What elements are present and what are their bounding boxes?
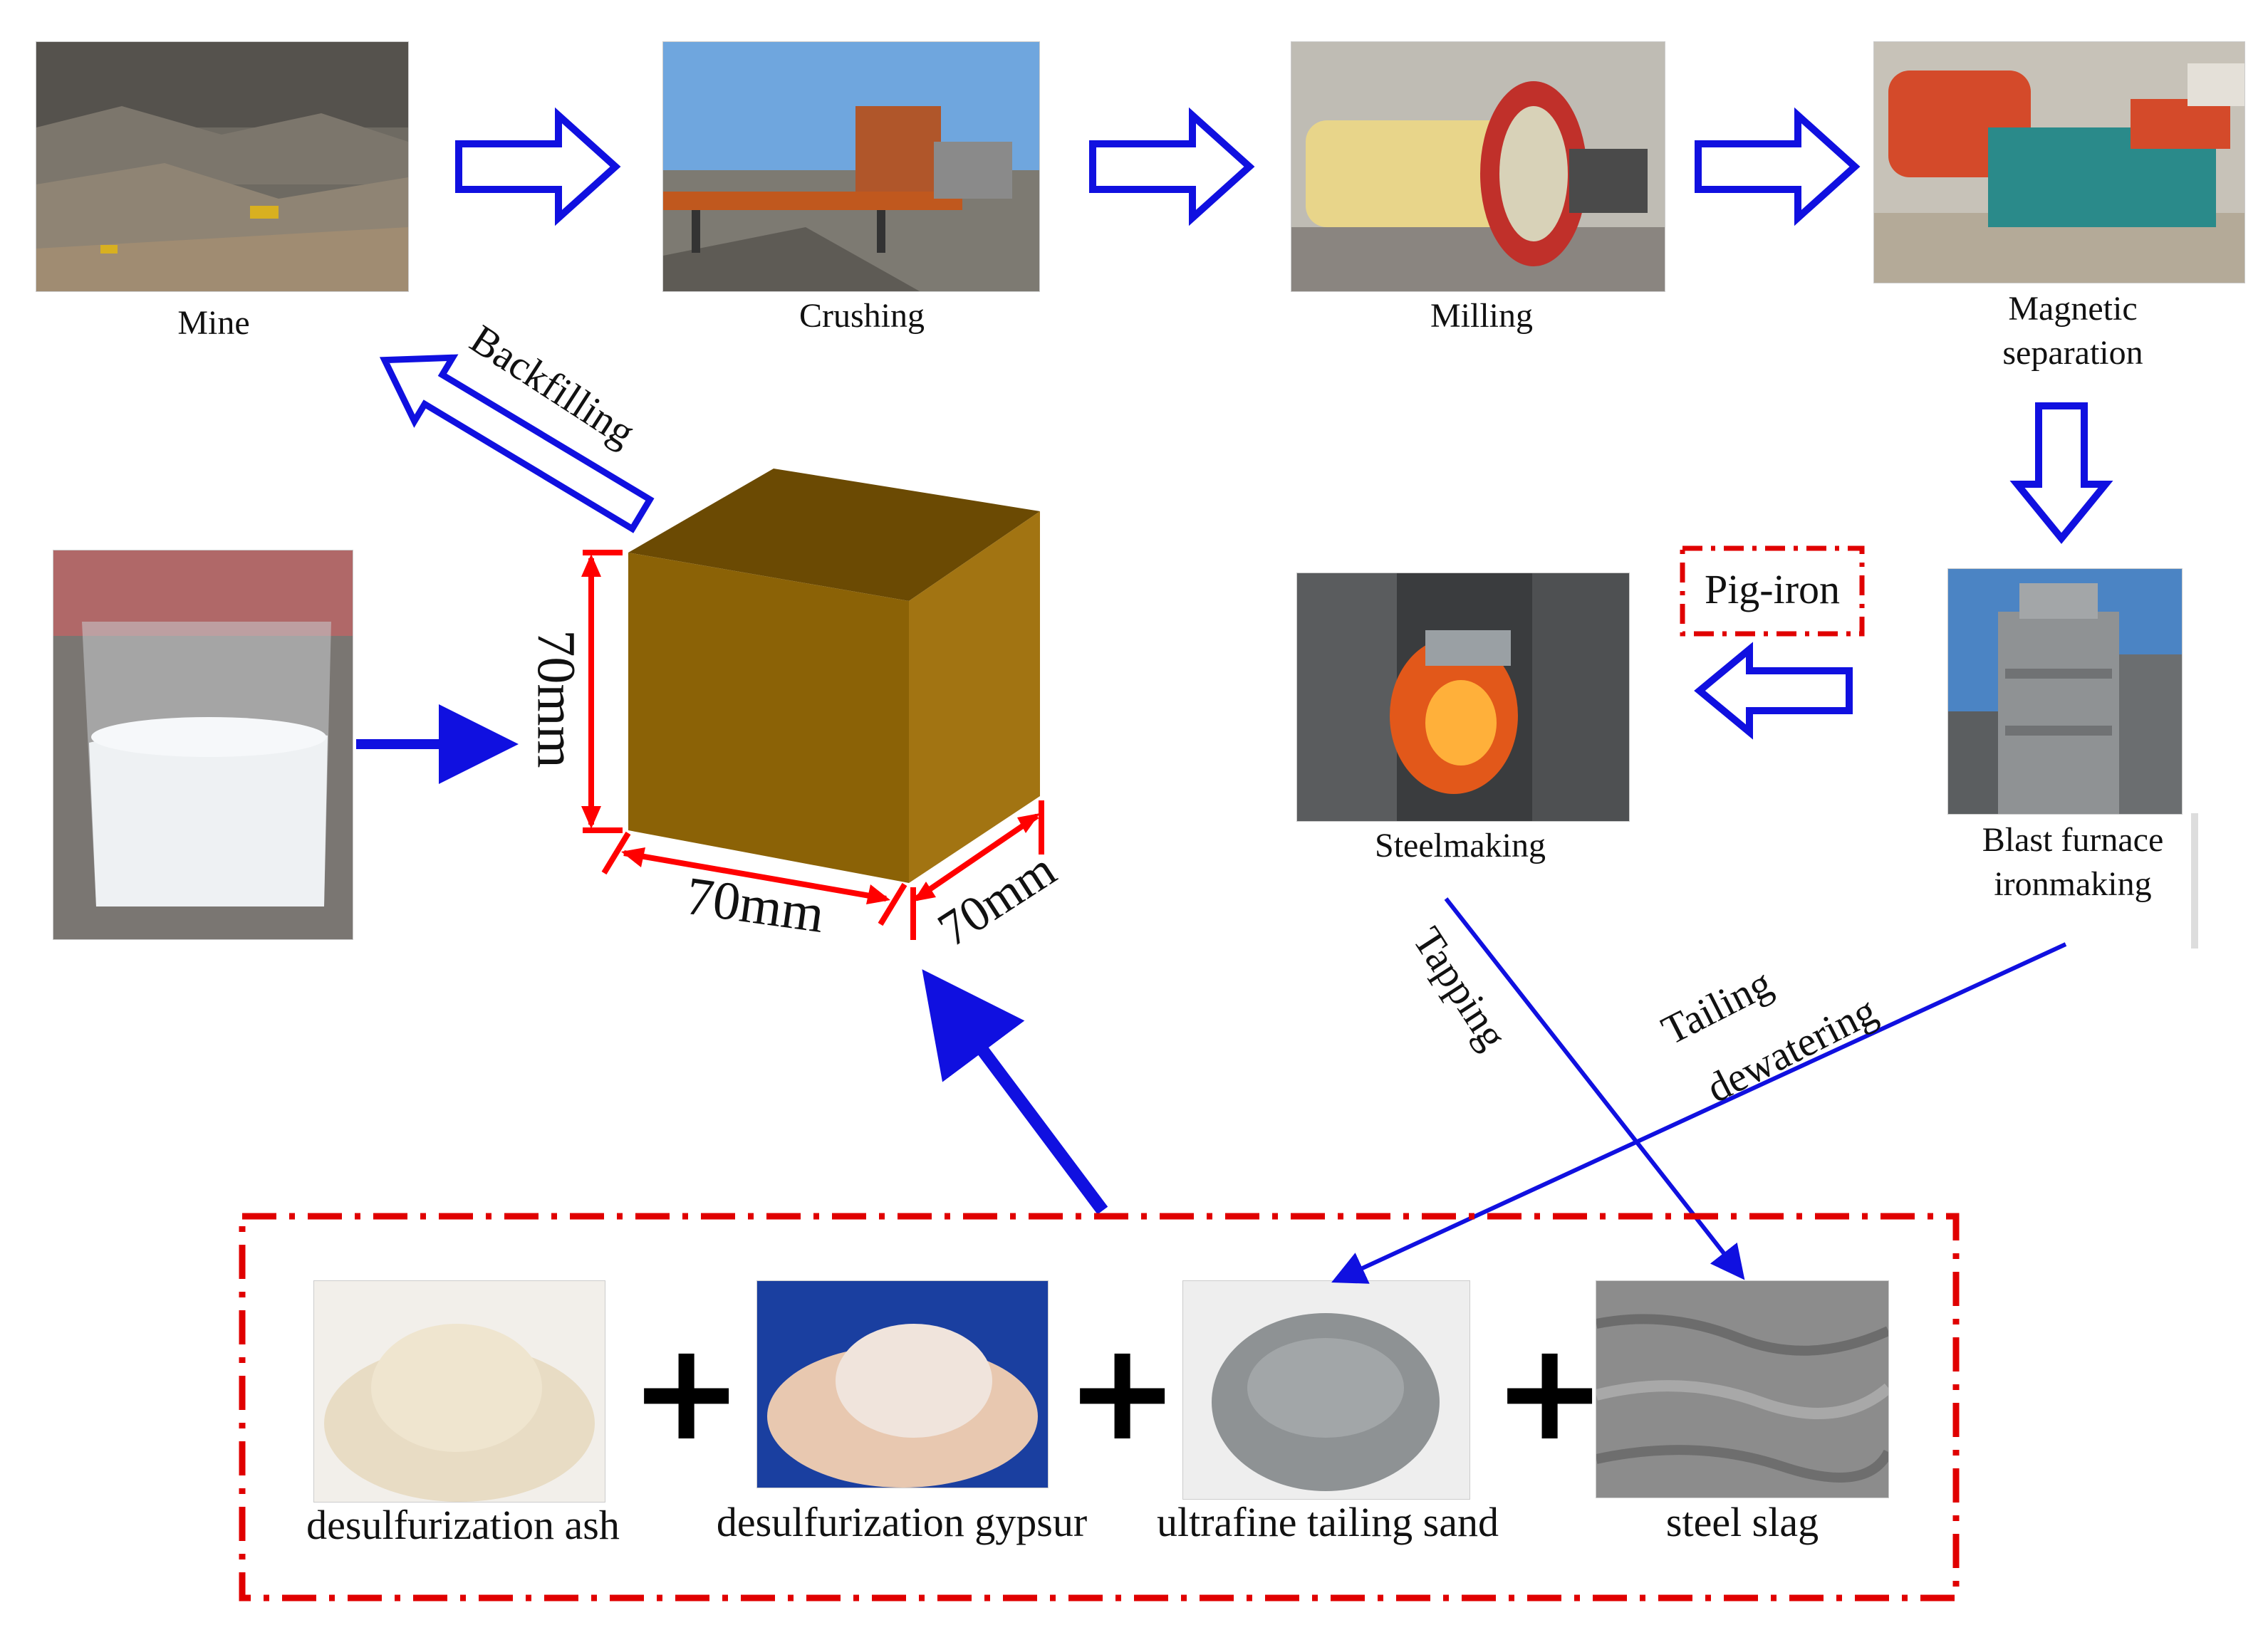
magnetic-separation-photo — [1873, 41, 2245, 283]
dimension-width — [601, 831, 907, 926]
material-label-gypsum: desulfurization gypsur — [716, 1499, 1088, 1545]
desulfurization-ash-photo — [313, 1280, 605, 1503]
dimension-depth — [910, 800, 1044, 940]
label-pig-iron: Pig-iron — [1704, 566, 1841, 612]
plus-sign-3: + — [1493, 1313, 1607, 1470]
label-steelmaking: Steelmaking — [1375, 827, 1546, 864]
dimension-height-label: 70mm — [526, 629, 586, 768]
crushing-photo — [662, 41, 1040, 292]
cube-front-face — [628, 553, 909, 883]
material-label-tailing-sand: ultrafine tailing sand — [1157, 1499, 1499, 1545]
milling-photo — [1291, 41, 1665, 292]
steel-slag-photo — [1596, 1280, 1889, 1498]
plus-sign-2: + — [1066, 1313, 1180, 1470]
arrow-materials-to-cube — [922, 969, 1108, 1215]
arrow-tapping — [1444, 897, 1745, 1280]
arrow-backfilling — [379, 354, 655, 533]
label-magnetic-line1: Magnetic — [2008, 290, 2138, 328]
materials-box — [239, 1213, 1960, 1602]
label-mine: Mine — [177, 304, 250, 342]
steelmaking-photo — [1296, 573, 1630, 822]
pig-iron-box — [1680, 545, 1865, 637]
arrow-crushing-to-milling — [1089, 107, 1255, 226]
blast-furnace-photo — [1947, 568, 2183, 815]
ultrafine-tailing-sand-photo — [1182, 1280, 1470, 1500]
desulfurization-gypsum-photo — [756, 1280, 1049, 1488]
arrow-tailing-dewatering — [1331, 942, 2067, 1284]
material-label-steel-slag: steel slag — [1665, 1499, 1819, 1545]
mine-photo — [36, 41, 409, 292]
label-crushing: Crushing — [799, 297, 925, 335]
label-blast-furnace-line1: Blast furnace — [1982, 821, 2164, 859]
label-blast-furnace-line2: ironmaking — [1994, 865, 2152, 903]
specimen-cube — [628, 469, 1040, 883]
label-magnetic-line2: separation — [2002, 334, 2143, 372]
edge-bar — [2191, 813, 2198, 949]
material-label-ash: desulfurization ash — [306, 1502, 620, 1548]
arrow-milling-to-magnetic — [1695, 107, 1861, 226]
dimension-height — [583, 550, 623, 833]
plus-sign-1: + — [630, 1313, 744, 1470]
cube-side-face — [909, 511, 1040, 883]
label-milling: Milling — [1430, 297, 1534, 335]
cube-top-face — [628, 469, 1040, 601]
arrow-magnetic-to-blast-furnace — [2009, 402, 2113, 544]
arrow-mine-to-crushing — [455, 107, 621, 226]
water-beaker-photo — [53, 550, 353, 940]
arrow-blast-furnace-to-steelmaking — [1694, 642, 1853, 740]
